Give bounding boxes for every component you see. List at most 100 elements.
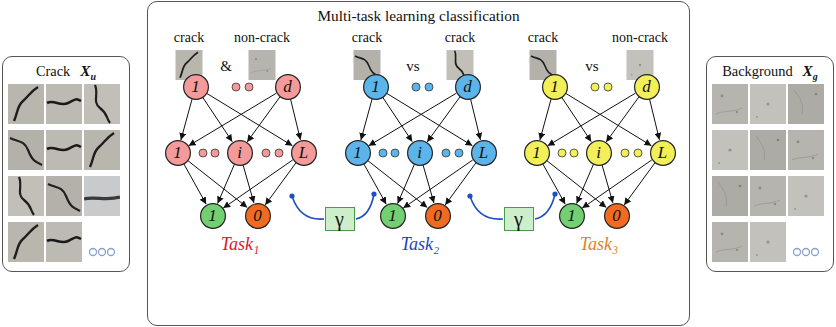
crack-image bbox=[8, 222, 44, 262]
panel-heading: Background Xg bbox=[707, 57, 833, 80]
crack-image-grid bbox=[8, 84, 120, 262]
neuron-label: 1 bbox=[345, 140, 371, 166]
background-image bbox=[249, 50, 276, 80]
background-image bbox=[712, 176, 748, 216]
neuron-label: L bbox=[471, 140, 497, 166]
neuron-label: 1 bbox=[380, 203, 406, 229]
sample-label: crack bbox=[352, 30, 382, 45]
sharing-box: γ bbox=[325, 207, 355, 231]
input-neuron: d bbox=[275, 74, 301, 100]
hidden-neuron: 1 bbox=[165, 140, 191, 166]
heading-text: Background bbox=[722, 63, 792, 79]
output-neuron: 1 bbox=[380, 203, 406, 229]
neuron-label: L bbox=[650, 140, 676, 166]
hidden-neuron: L bbox=[650, 140, 676, 166]
sharing-label: γ bbox=[326, 208, 354, 230]
output-neuron: 1 bbox=[200, 203, 226, 229]
sample-label: crack bbox=[445, 30, 475, 45]
crack-image bbox=[8, 84, 44, 124]
task-panel: Multi-task learning classification 1 d 1 i L 1… bbox=[147, 1, 690, 326]
neuron-label: 0 bbox=[245, 203, 271, 229]
input-panel: Crack Xu bbox=[2, 56, 130, 272]
sample-label: non-crack bbox=[612, 30, 668, 45]
sample-label: non-crack bbox=[234, 30, 290, 45]
weight-connection bbox=[540, 99, 551, 140]
pair-operator: vs bbox=[406, 58, 419, 75]
neuron-label: L bbox=[291, 140, 317, 166]
weight-connection bbox=[223, 160, 293, 208]
weight-connection bbox=[624, 163, 655, 205]
hidden-neuron: L bbox=[291, 140, 317, 166]
neuron-label: 1 bbox=[200, 203, 226, 229]
task-label: Task₁ bbox=[221, 235, 260, 255]
weight-connection bbox=[364, 164, 386, 204]
task-label: Task₂ bbox=[401, 235, 440, 255]
weight-connection bbox=[403, 160, 473, 208]
background-image bbox=[788, 84, 824, 124]
weight-connection bbox=[566, 93, 652, 145]
sample-label: crack bbox=[528, 30, 558, 45]
weight-connection bbox=[247, 97, 280, 142]
sharing-label: γ bbox=[505, 208, 533, 230]
background-image bbox=[750, 130, 786, 170]
background-image bbox=[712, 222, 748, 262]
weight-connection bbox=[427, 97, 460, 142]
heading-text: X bbox=[80, 62, 90, 79]
neuron-label: 1 bbox=[542, 74, 568, 100]
input-neuron: 1 bbox=[542, 74, 568, 100]
sharing-box: γ bbox=[504, 207, 534, 231]
output-neuron: 0 bbox=[604, 203, 630, 229]
neuron-label: i bbox=[586, 140, 612, 166]
weight-connection bbox=[650, 99, 660, 140]
neuron-label: d bbox=[275, 74, 301, 100]
neuron-label: d bbox=[455, 74, 481, 100]
hidden-neuron: i bbox=[407, 140, 433, 166]
heading-text: Multi-task learning classification bbox=[317, 7, 519, 24]
heading-text: Crack bbox=[36, 63, 70, 79]
hidden-neuron: 1 bbox=[345, 140, 371, 166]
background-image bbox=[788, 176, 824, 216]
crack-image bbox=[46, 130, 82, 170]
weight-connection bbox=[387, 93, 473, 145]
weight-connection bbox=[361, 99, 372, 140]
weight-connection bbox=[218, 164, 235, 203]
weight-connection bbox=[471, 99, 481, 140]
weight-connection bbox=[368, 161, 428, 208]
crack-image bbox=[84, 84, 120, 124]
pair-operator: vs bbox=[585, 58, 598, 75]
heading-text: X bbox=[803, 62, 813, 79]
background-image-grid bbox=[712, 84, 824, 262]
weight-connection bbox=[547, 161, 607, 208]
weight-connection bbox=[188, 161, 248, 208]
panel-heading: Crack Xu bbox=[3, 57, 129, 80]
background-image bbox=[712, 130, 748, 170]
weight-connection bbox=[445, 163, 476, 205]
weight-connection bbox=[265, 163, 296, 205]
weight-connection bbox=[398, 164, 415, 203]
neuron-label: 0 bbox=[604, 203, 630, 229]
background-image bbox=[750, 84, 786, 124]
neuron-label: 1 bbox=[165, 140, 191, 166]
background-image bbox=[788, 130, 824, 170]
weight-connection bbox=[582, 160, 652, 208]
heading-text: u bbox=[91, 71, 97, 82]
weight-connection bbox=[577, 164, 594, 203]
input-neuron: d bbox=[455, 74, 481, 100]
background-image bbox=[750, 222, 786, 262]
hidden-neuron: i bbox=[227, 140, 253, 166]
crack-image bbox=[46, 176, 82, 216]
crack-image bbox=[84, 176, 120, 216]
input-neuron: 1 bbox=[183, 74, 209, 100]
neuron-label: 1 bbox=[524, 140, 550, 166]
neuron-label: i bbox=[407, 140, 433, 166]
neuron-label: 1 bbox=[363, 74, 389, 100]
input-neuron: d bbox=[634, 74, 660, 100]
weight-connection bbox=[423, 165, 434, 203]
weight-connection bbox=[291, 99, 301, 140]
neuron-label: d bbox=[634, 74, 660, 100]
ellipsis-circles bbox=[90, 249, 115, 256]
output-neuron: 1 bbox=[559, 203, 585, 229]
output-neuron: 0 bbox=[245, 203, 271, 229]
heading-text: g bbox=[813, 71, 818, 82]
hidden-neuron: i bbox=[586, 140, 612, 166]
